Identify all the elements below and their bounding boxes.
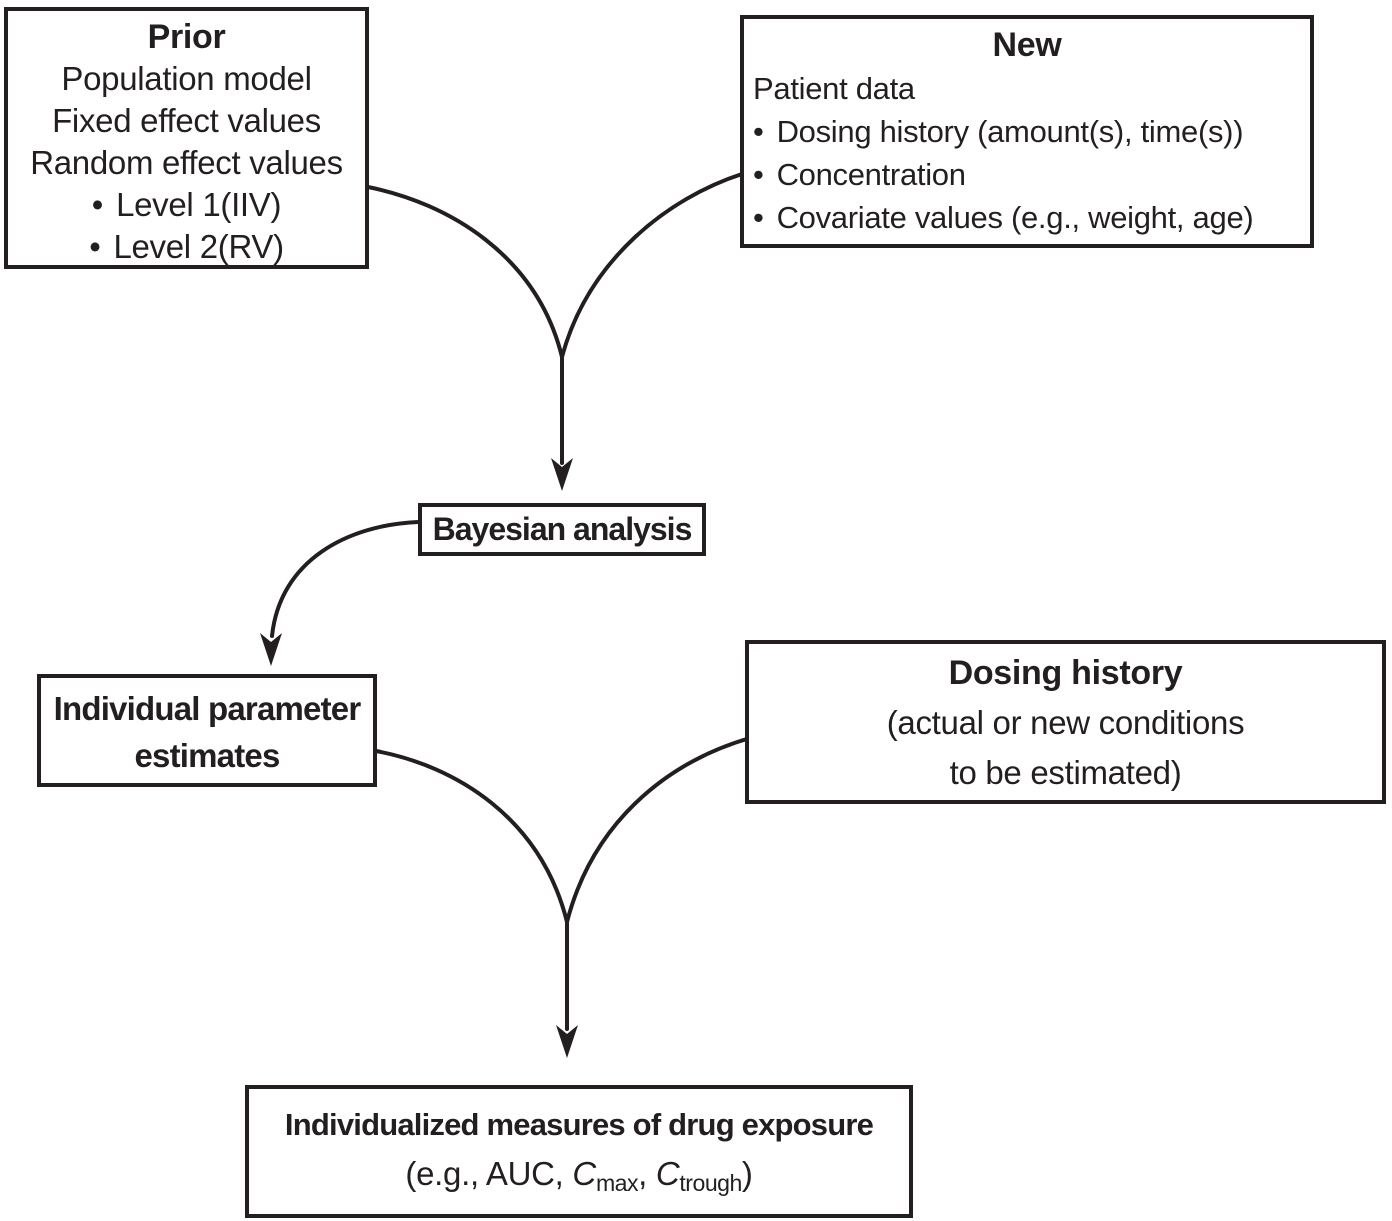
new-bullet-concentration: • Concentration [753,153,1301,196]
formula-suffix: ) [741,1155,753,1192]
arrow-bayesian-to-individual [270,520,420,638]
prior-bullet-level2-label: Level 2(RV) [113,228,284,265]
new-subtitle: Patient data [753,71,915,106]
formula-trough-subscript: trough [679,1170,742,1197]
bayesian-analysis-label: Bayesian analysis [432,511,693,547]
formula-c-trough-symbol: C [655,1155,680,1192]
arrow-new-to-merge [560,172,744,359]
dosing-history-box: Dosing history (actual or new conditions… [745,640,1386,804]
individual-line-1: Individual parameter [53,690,362,727]
prior-line-population-model: Population model [61,60,312,97]
arrow-individual-to-merge [374,749,569,924]
formula-separator: , [638,1155,656,1192]
bullet-icon: • [753,200,764,235]
arrowhead-to-outcome [556,1025,578,1058]
individual-line-2: estimates [134,737,280,774]
dosing-history-line-1: (actual or new conditions [886,704,1245,741]
outcome-formula: (e.g., AUC, Cmax, Ctrough) [249,1149,909,1202]
arrow-dosing-to-merge [565,736,752,924]
outcome-title: Individualized measures of drug exposure [284,1107,874,1142]
prior-box: Prior Population model Fixed effect valu… [4,7,369,269]
prior-bullet-level2: • Level 2(RV) [8,226,365,268]
bullet-icon: • [89,228,101,265]
bullet-icon: • [91,186,104,223]
arrowhead-to-individual [260,633,282,666]
arrowhead-to-bayesian [551,458,573,491]
dosing-history-title: Dosing history [948,654,1183,692]
prior-line-fixed-effects: Fixed effect values [52,102,321,139]
prior-bullet-level1: • Level 1(IIV) [8,184,365,226]
arrow-prior-to-merge [366,185,564,359]
individual-parameter-estimates-box: Individual parameter estimates [37,674,377,787]
new-bullet-concentration-label: Concentration [776,157,966,192]
bayesian-analysis-box: Bayesian analysis [418,503,706,556]
formula-c-max-symbol: C [572,1155,596,1192]
prior-title: Prior [147,18,226,56]
new-patient-data-box: New Patient data • Dosing history (amount… [740,15,1314,248]
new-bullet-dosing-history-label: Dosing history (amount(s), time(s)) [776,114,1244,149]
new-bullet-covariates: • Covariate values (e.g., weight, age) [753,196,1301,239]
outcome-box: Individualized measures of drug exposure… [245,1085,913,1218]
bullet-icon: • [753,114,764,149]
bullet-icon: • [753,157,764,192]
formula-prefix: (e.g., AUC, [405,1155,573,1192]
prior-line-random-effects: Random effect values [30,144,343,181]
prior-bullet-level1-label: Level 1(IIV) [116,186,282,223]
new-bullet-covariates-label: Covariate values (e.g., weight, age) [776,200,1254,235]
dosing-history-line-2: to be estimated) [949,754,1182,791]
formula-max-subscript: max [595,1170,639,1197]
new-title: New [992,26,1062,64]
new-bullet-dosing-history: • Dosing history (amount(s), time(s)) [753,110,1301,153]
